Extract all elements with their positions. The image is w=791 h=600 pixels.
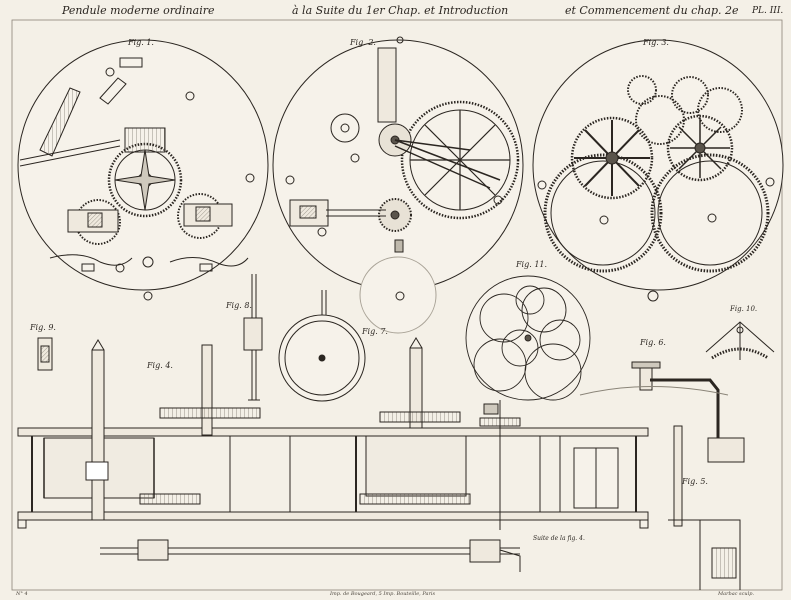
fig6-label: Fig. 6. xyxy=(639,338,666,347)
footer-center: Imp. de Bougeard, 5 Imp. Bouteille, Pari… xyxy=(330,591,436,597)
fig2-movement xyxy=(272,36,524,334)
fig8-rod xyxy=(243,274,263,401)
fig5-label: Fig. 5. xyxy=(681,477,708,486)
fig3-movement xyxy=(532,39,784,302)
fig11-diagram xyxy=(465,275,591,401)
fig2-label: Fig. 2. xyxy=(349,38,376,47)
plate-number: PL. III. xyxy=(752,6,784,16)
suite-label: Suite de la fig. 4. xyxy=(533,535,585,542)
fig3-label: Fig. 3. xyxy=(642,38,669,47)
fig4-label: Fig. 4. xyxy=(146,361,173,370)
fig9-label: Fig. 9. xyxy=(29,323,56,332)
footer-right: Marbac sculp. xyxy=(718,591,755,597)
fig1-label: Fig. 1. xyxy=(127,38,154,47)
fig7-disc xyxy=(278,290,366,402)
fig11-label: Fig. 11. xyxy=(515,260,547,269)
fig4-movement xyxy=(17,337,649,572)
fig1-movement xyxy=(17,39,269,301)
header-center-title: à la Suite du 1er Chap. et Introduction xyxy=(292,4,509,17)
fig7-label: Fig. 7. xyxy=(361,327,388,336)
fig8-label: Fig. 8. xyxy=(225,301,252,310)
header-left-title: Pendule moderne ordinaire xyxy=(62,4,215,17)
fig6-crank xyxy=(579,361,745,463)
header-right-title: et Commencement du chap. 2e xyxy=(565,4,739,17)
fig10-sector xyxy=(705,321,775,360)
fig9-bracket xyxy=(37,337,53,371)
fig10-label: Fig. 10. xyxy=(729,305,757,313)
footer-left: N° 4 xyxy=(16,591,28,597)
fig5-column xyxy=(668,425,741,590)
plate-border xyxy=(11,19,783,591)
